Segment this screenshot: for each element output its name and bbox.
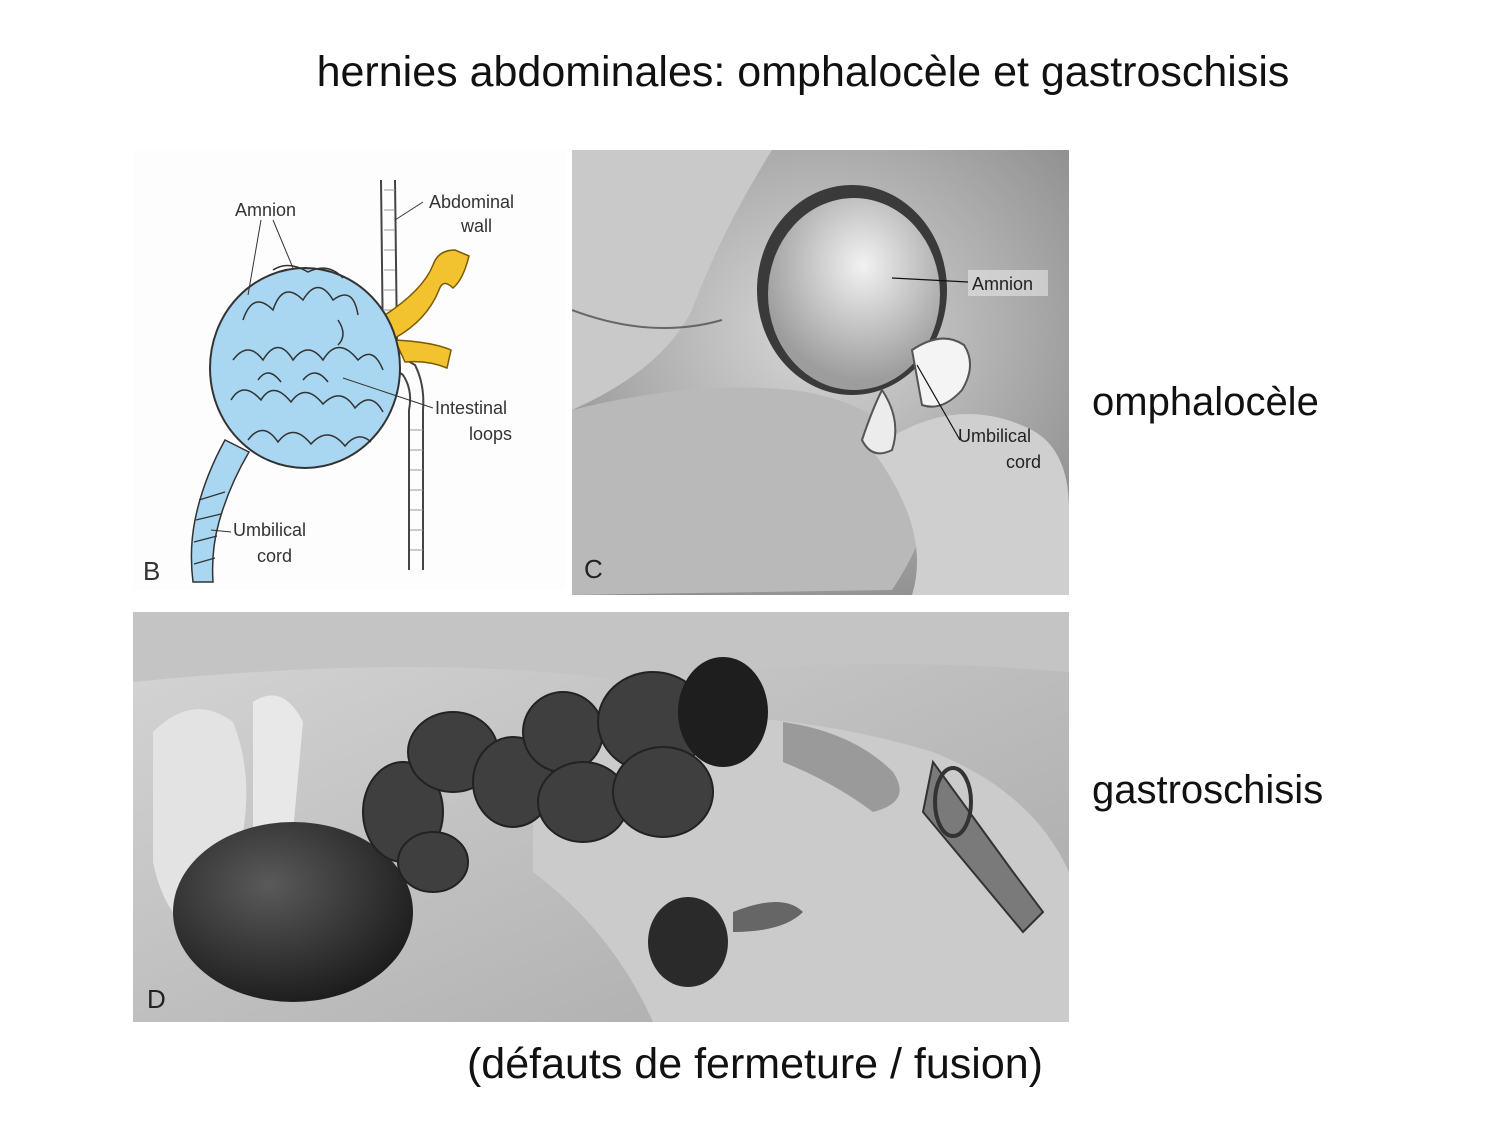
intestinal-loops-drawing [230, 264, 384, 448]
omphalocele-photo: Amnion Umbilical cord C [572, 150, 1069, 595]
abdominal-wall-muscle-lower [393, 339, 452, 370]
label-intestinal-loops-2: loops [469, 424, 512, 444]
label-abdominal-wall-2: wall [460, 216, 492, 236]
panel-letter-c: C [584, 554, 603, 584]
slide-caption: (défauts de fermeture / fusion) [466, 1040, 1043, 1088]
label-umbilical-cord-2: cord [257, 546, 292, 566]
stomach-photo [173, 822, 413, 1002]
panel-c-photo: Amnion Umbilical cord C [572, 150, 1069, 595]
panel-d-photo: D [133, 612, 1069, 1022]
amnion-sac-photo [768, 198, 940, 390]
intestines-photo [362, 671, 714, 893]
label-abdominal-wall-1: Abdominal [429, 192, 514, 212]
label-umbilical-cord-photo-2: cord [1006, 452, 1041, 472]
panel-letter-d: D [147, 984, 166, 1014]
side-label-gastroschisis: gastroschisis [1092, 768, 1324, 812]
slide-title: hernies abdominales: omphalocèle et gast… [316, 48, 1290, 96]
panel-b-diagram: Amnion Abdominal wall Intestinal loops U… [133, 150, 565, 590]
umbilical-cord-shape [190, 439, 251, 583]
cord-clamp-photo [921, 759, 1045, 934]
side-label-omphalocele: omphalocèle [1092, 380, 1319, 424]
label-amnion: Amnion [235, 200, 296, 220]
amnion-sac [209, 267, 401, 469]
gastroschisis-photo: D [133, 612, 1069, 1022]
omphalocele-diagram: Amnion Abdominal wall Intestinal loops U… [143, 179, 514, 586]
label-umbilical-cord-1: Umbilical [233, 520, 306, 540]
label-umbilical-cord-photo-1: Umbilical [958, 426, 1031, 446]
label-amnion-photo: Amnion [972, 274, 1033, 294]
abdominal-wall-muscle-upper [384, 249, 470, 340]
label-intestinal-loops-1: Intestinal [435, 398, 507, 418]
panel-letter-b: B [143, 556, 160, 586]
